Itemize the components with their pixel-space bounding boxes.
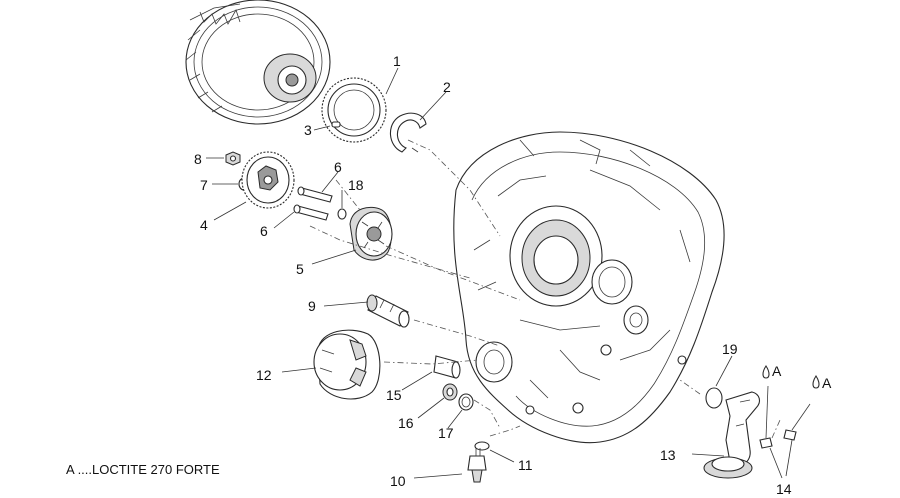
label-part-8: 8 xyxy=(194,151,202,167)
part-19-gasket xyxy=(705,387,723,409)
part-11-oring xyxy=(474,441,490,451)
part-12-oil-filter xyxy=(313,329,381,400)
label-part-10: 10 xyxy=(390,473,406,489)
label-part-2: 2 xyxy=(443,79,451,95)
label-part-17: 17 xyxy=(438,425,454,441)
part-16-bushing xyxy=(442,383,458,401)
label-part-14a: 14 xyxy=(776,481,792,497)
part-10-sensor xyxy=(467,448,487,483)
label-part-1: 1 xyxy=(393,53,401,69)
label-part-6b: 6 xyxy=(260,223,268,239)
label-part-15: 15 xyxy=(386,387,402,403)
part-14-screws xyxy=(759,385,811,449)
part-17-oring xyxy=(458,393,474,411)
part-13-strainer xyxy=(703,391,761,479)
label-part-18: 18 xyxy=(348,177,364,193)
part-9-sleeve xyxy=(366,294,410,328)
label-part-7: 7 xyxy=(200,177,208,193)
label-part-11: 11 xyxy=(518,457,533,473)
label-part-19: 19 xyxy=(722,341,738,357)
part-15-spacer xyxy=(433,355,461,379)
loctite-drop-icon xyxy=(762,365,770,379)
loctite-drop-icon xyxy=(812,375,820,389)
label-part-16: 16 xyxy=(398,415,414,431)
label-part-5: 5 xyxy=(296,261,304,277)
label-part-6a: 6 xyxy=(334,159,342,175)
loctite-note: A ....LOCTITE 270 FORTE xyxy=(66,462,220,477)
crankcase xyxy=(453,131,725,444)
label-part-3: 3 xyxy=(304,122,312,138)
part-3-pin xyxy=(331,121,341,128)
label-loctite-a1: A xyxy=(772,363,782,379)
clutch-basket xyxy=(185,0,331,125)
label-part-4: 4 xyxy=(200,217,208,233)
part-18-dowel xyxy=(337,208,347,220)
label-part-9: 9 xyxy=(308,298,316,314)
label-part-13: 13 xyxy=(660,447,676,463)
part-4-pump-gear xyxy=(241,151,295,209)
part-5-oil-pump xyxy=(349,206,393,261)
part-8-nut xyxy=(225,151,241,166)
label-loctite-a2: A xyxy=(822,375,832,391)
label-part-12: 12 xyxy=(256,367,272,383)
part-1-gear xyxy=(321,77,387,143)
part-6-bolts xyxy=(293,186,333,221)
